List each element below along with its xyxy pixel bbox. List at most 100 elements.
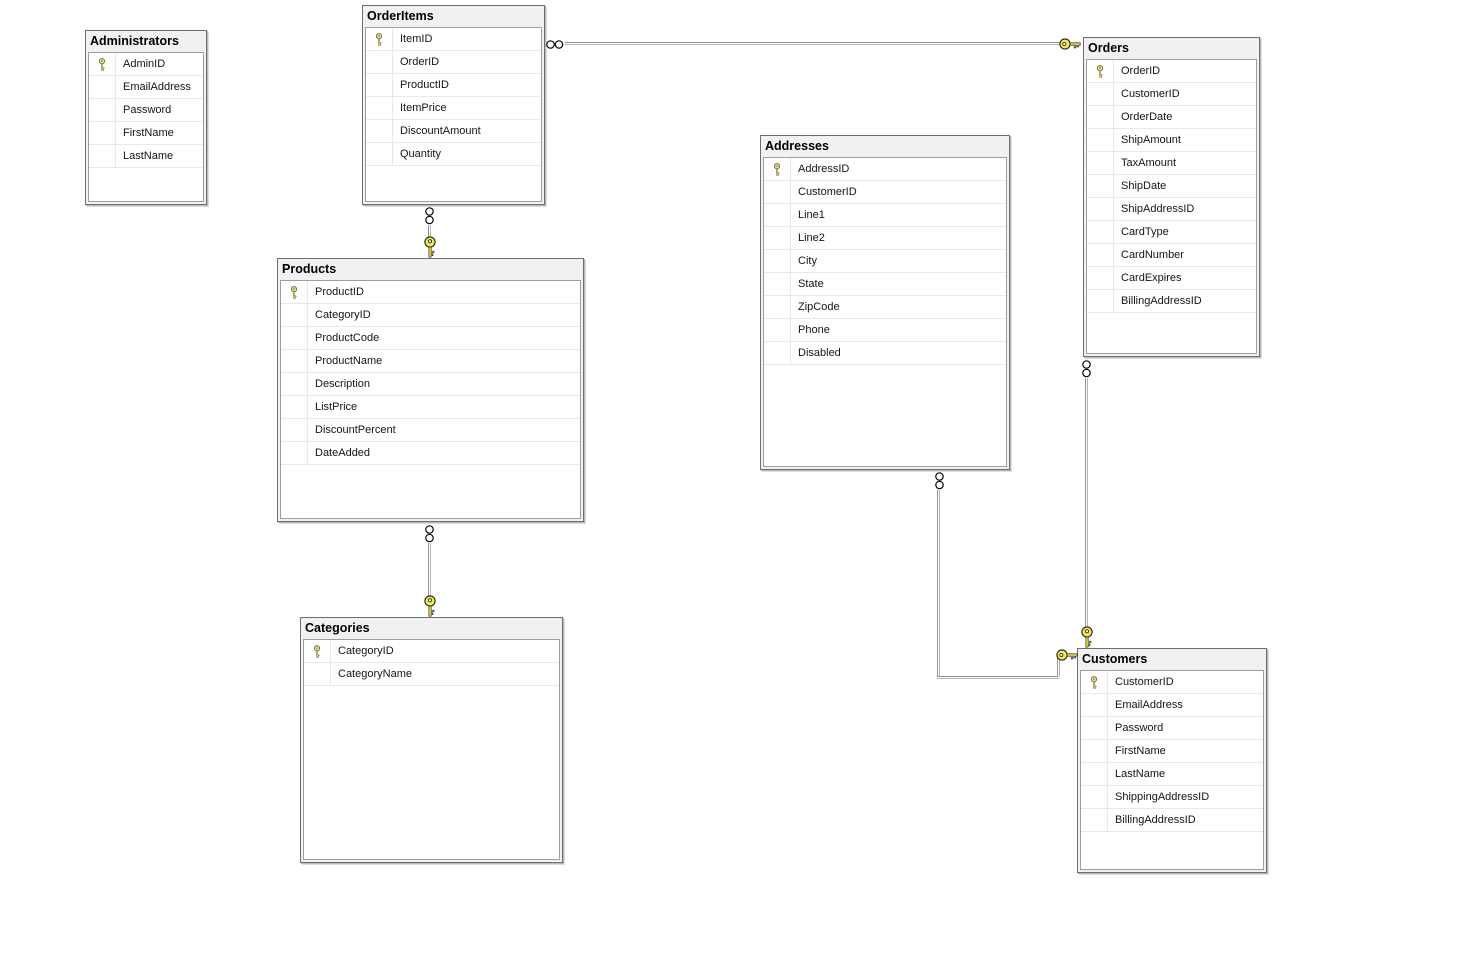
column-row-productcode[interactable]: ProductCode (281, 327, 580, 350)
column-row-cardexpires[interactable]: CardExpires (1087, 267, 1256, 290)
infinity-icon (934, 471, 945, 492)
column-row-state[interactable]: State (764, 273, 1006, 296)
column-name: CategoryID (338, 645, 394, 657)
table-title[interactable]: Addresses (765, 139, 829, 153)
column-row-listprice[interactable]: ListPrice (281, 396, 580, 419)
table-title[interactable]: OrderItems (367, 9, 434, 23)
table-title[interactable]: Administrators (90, 34, 179, 48)
key-cell-empty (1081, 786, 1108, 808)
column-row-line1[interactable]: Line1 (764, 204, 1006, 227)
column-name: DiscountPercent (315, 424, 396, 436)
column-row-line2[interactable]: Line2 (764, 227, 1006, 250)
column-row-shipdate[interactable]: ShipDate (1087, 175, 1256, 198)
column-row-orderdate[interactable]: OrderDate (1087, 106, 1256, 129)
table-title[interactable]: Categories (305, 621, 370, 635)
key-cell-empty (281, 350, 308, 372)
column-name: City (798, 255, 817, 267)
table-title[interactable]: Products (282, 262, 337, 276)
column-row-phone[interactable]: Phone (764, 319, 1006, 342)
column-row-shippingaddressid[interactable]: ShippingAddressID (1081, 786, 1263, 809)
column-row-productid[interactable]: ProductID (366, 74, 541, 97)
column-row-zipcode[interactable]: ZipCode (764, 296, 1006, 319)
key-cell-empty (1087, 290, 1114, 312)
infinity-icon (424, 524, 435, 545)
connector-products-categories[interactable] (428, 543, 431, 596)
column-row-categoryname[interactable]: CategoryName (304, 663, 559, 686)
column-row-dateadded[interactable]: DateAdded (281, 442, 580, 465)
column-row-password[interactable]: Password (89, 99, 203, 122)
column-row-discountpercent[interactable]: DiscountPercent (281, 419, 580, 442)
key-icon (1080, 626, 1094, 648)
column-row-billingaddressid[interactable]: BillingAddressID (1087, 290, 1256, 313)
column-row-orderid[interactable]: OrderID (366, 51, 541, 74)
column-row-itemid[interactable]: ItemID (366, 28, 541, 51)
table-categories[interactable]: Categories CategoryID CategoryName (300, 617, 563, 863)
column-row-itemprice[interactable]: ItemPrice (366, 97, 541, 120)
column-row-emailaddress[interactable]: EmailAddress (89, 76, 203, 99)
column-row-quantity[interactable]: Quantity (366, 143, 541, 166)
column-row-city[interactable]: City (764, 250, 1006, 273)
key-cell-empty (366, 74, 393, 96)
column-row-firstname[interactable]: FirstName (1081, 740, 1263, 763)
key-cell-empty (764, 296, 791, 318)
column-name: Password (1115, 722, 1164, 734)
column-row-disabled[interactable]: Disabled (764, 342, 1006, 365)
column-row-customerid[interactable]: CustomerID (1087, 83, 1256, 106)
column-row-customerid[interactable]: CustomerID (764, 181, 1006, 204)
key-cell-empty (1087, 83, 1114, 105)
key-cell-empty (1081, 694, 1108, 716)
column-row-taxamount[interactable]: TaxAmount (1087, 152, 1256, 175)
column-name: AdminID (123, 58, 166, 70)
column-row-categoryid[interactable]: CategoryID (281, 304, 580, 327)
column-row-discountamount[interactable]: DiscountAmount (366, 120, 541, 143)
column-name: ProductCode (315, 332, 380, 344)
key-cell-empty (764, 204, 791, 226)
key-cell-empty (281, 442, 308, 464)
connector-orders-customers[interactable] (1085, 378, 1088, 628)
column-name: FirstName (1115, 745, 1166, 757)
connector-addresses-customers-segment-v2[interactable] (1057, 656, 1060, 677)
column-row-cardtype[interactable]: CardType (1087, 221, 1256, 244)
column-name: ItemPrice (400, 102, 447, 114)
key-cell-empty (1081, 763, 1108, 785)
column-name: Quantity (400, 148, 441, 160)
column-row-billingaddressid[interactable]: BillingAddressID (1081, 809, 1263, 832)
column-row-adminid[interactable]: AdminID (89, 53, 203, 76)
key-cell-empty (281, 304, 308, 326)
column-row-cardnumber[interactable]: CardNumber (1087, 244, 1256, 267)
infinity-icon (545, 39, 566, 50)
column-row-lastname[interactable]: LastName (89, 145, 203, 168)
column-row-emailaddress[interactable]: EmailAddress (1081, 694, 1263, 717)
column-name: ZipCode (798, 301, 840, 313)
column-row-firstname[interactable]: FirstName (89, 122, 203, 145)
connector-orderitems-products[interactable] (428, 225, 431, 238)
key-cell-empty (281, 327, 308, 349)
table-title[interactable]: Customers (1082, 652, 1148, 666)
table-title[interactable]: Orders (1088, 41, 1129, 55)
column-name: FirstName (123, 127, 174, 139)
column-row-shipaddressid[interactable]: ShipAddressID (1087, 198, 1256, 221)
column-row-customerid[interactable]: CustomerID (1081, 671, 1263, 694)
column-row-categoryid[interactable]: CategoryID (304, 640, 559, 663)
column-row-addressid[interactable]: AddressID (764, 158, 1006, 181)
column-row-lastname[interactable]: LastName (1081, 763, 1263, 786)
column-row-productname[interactable]: ProductName (281, 350, 580, 373)
key-cell-empty (1081, 809, 1108, 831)
key-cell-empty (1087, 129, 1114, 151)
column-row-description[interactable]: Description (281, 373, 580, 396)
column-row-orderid[interactable]: OrderID (1087, 60, 1256, 83)
connector-addresses-customers-segment-h[interactable] (937, 676, 1059, 679)
connector-orderitems-orders[interactable] (565, 42, 1060, 45)
column-row-shipamount[interactable]: ShipAmount (1087, 129, 1256, 152)
column-row-password[interactable]: Password (1081, 717, 1263, 740)
connector-addresses-customers-segment-v1[interactable] (937, 490, 940, 678)
column-row-productid[interactable]: ProductID (281, 281, 580, 304)
